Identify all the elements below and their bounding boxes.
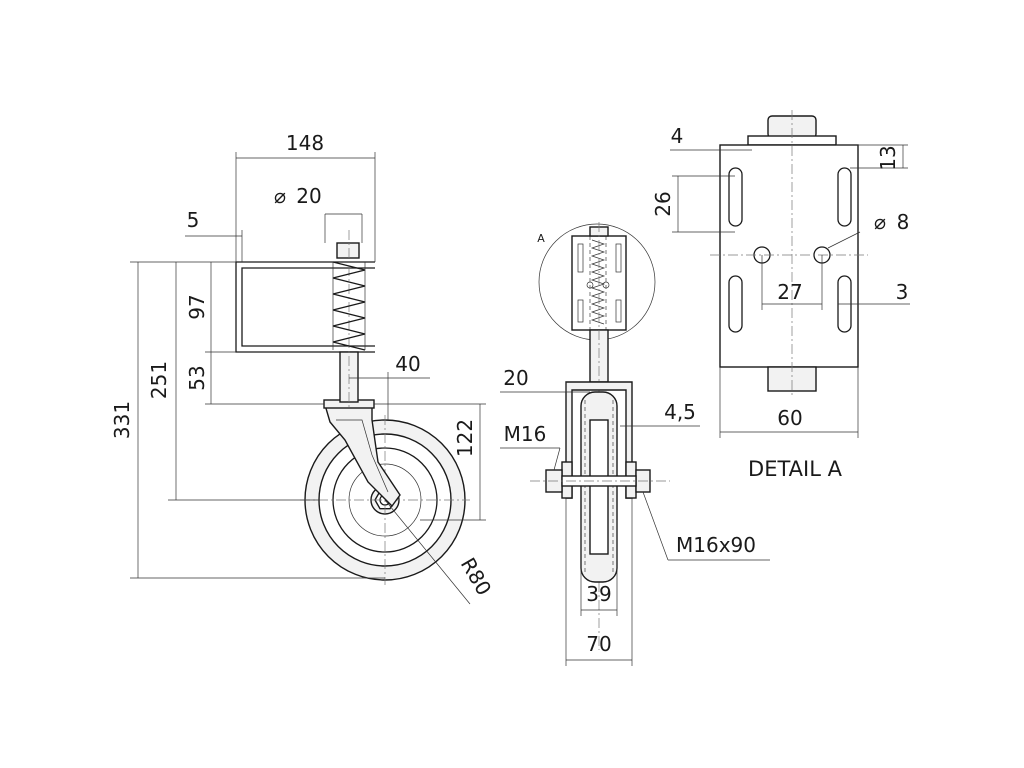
- dim-3: 3: [896, 280, 909, 304]
- detail-callout: A: [537, 223, 656, 341]
- wheel-front: [580, 391, 618, 583]
- dim-13: 13: [876, 145, 900, 170]
- label-m16: M16: [504, 422, 547, 446]
- dim-39: 39: [586, 582, 611, 606]
- dim-hole-8: 8: [897, 210, 910, 234]
- dim-27: 27: [777, 280, 802, 304]
- detail-a-view: 4 13 26 ⌀ 8 27 3 6: [651, 110, 910, 481]
- dim-331: 331: [110, 401, 134, 439]
- dim-4-5: 4,5: [664, 400, 696, 424]
- dim-70: 70: [586, 632, 611, 656]
- dim-97: 97: [185, 294, 209, 319]
- detail-dimensions: 4 13 26 ⌀ 8 27 3 6: [651, 124, 910, 481]
- dim-diameter-20: 20: [296, 184, 321, 208]
- dim-diameter-symbol: ⌀: [274, 184, 286, 208]
- dim-148: 148: [286, 131, 324, 155]
- axle-bolt-front: [530, 469, 670, 493]
- spring-side: [332, 261, 366, 351]
- dim-diameter-symbol-8: ⌀: [874, 210, 886, 234]
- detail-plate: [719, 144, 859, 368]
- label-m16x90: M16x90: [676, 533, 756, 557]
- side-view: 148 ⌀ 20 5 97 53 251: [110, 131, 496, 605]
- detail-a-title: DETAIL A: [748, 457, 843, 481]
- dim-53: 53: [185, 365, 209, 390]
- dim-4: 4: [671, 124, 684, 148]
- front-dimensions: 20 4,5 M16 M16x90 39 70: [500, 366, 770, 666]
- dim-122: 122: [453, 419, 477, 457]
- detail-marker-a: A: [537, 232, 545, 245]
- dim-20-front: 20: [503, 366, 528, 390]
- dim-251: 251: [147, 361, 171, 399]
- front-view: A 20: [500, 222, 770, 666]
- dim-60: 60: [777, 406, 802, 430]
- side-dimensions: 148 ⌀ 20 5 97 53 251: [110, 131, 496, 605]
- dim-5: 5: [187, 208, 200, 232]
- dim-40: 40: [395, 352, 420, 376]
- dim-r80: R80: [456, 553, 496, 599]
- mounting-bracket-side: [235, 230, 375, 410]
- dim-26: 26: [651, 191, 675, 216]
